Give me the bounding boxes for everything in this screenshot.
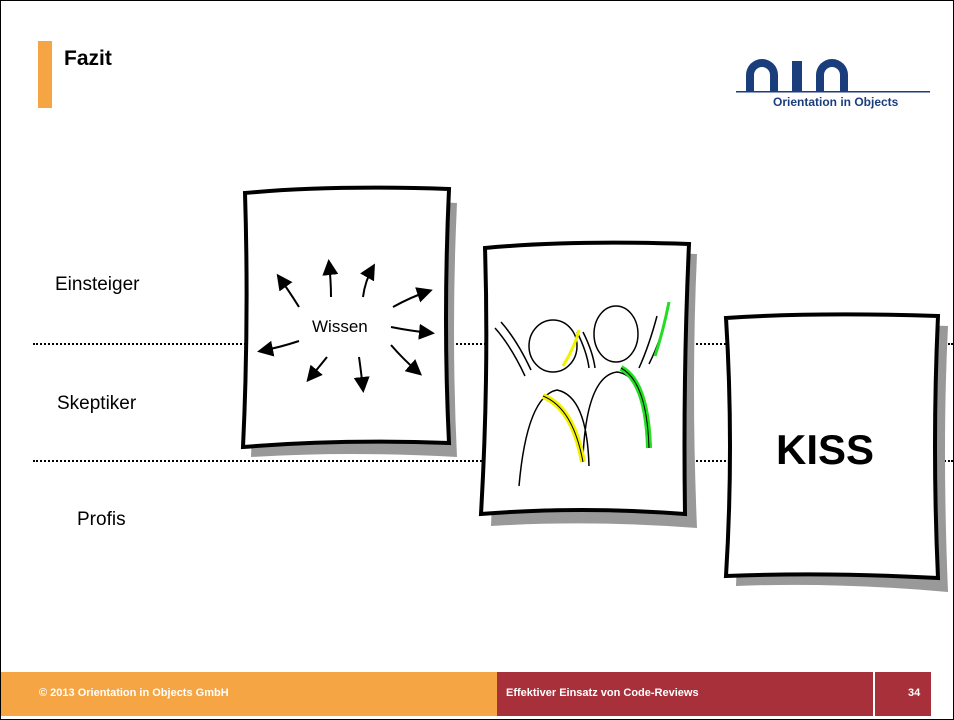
title-accent-bar xyxy=(38,41,52,108)
team-card-frame xyxy=(478,240,692,517)
two-people-cheering-icon xyxy=(494,301,671,487)
team-card xyxy=(478,240,697,528)
level-profis: Profis xyxy=(77,509,126,530)
knowledge-card-frame xyxy=(240,185,452,450)
footer-talk-title: Effektiver Einsatz von Code-Reviews xyxy=(506,687,699,699)
knowledge-card xyxy=(240,185,457,457)
knowledge-label: Wissen xyxy=(312,317,368,336)
page-number: 34 xyxy=(908,687,921,699)
level-skeptiker: Skeptiker xyxy=(57,393,137,414)
footer-copyright-bar: © 2013 Orientation in Objects GmbH xyxy=(1,672,497,716)
footer-divider xyxy=(873,680,875,709)
footer-copyright: © 2013 Orientation in Objects GmbH xyxy=(39,687,229,699)
logo-text: Orientation in Objects xyxy=(773,95,899,109)
slide-title: Fazit xyxy=(64,47,112,70)
kiss-card-frame xyxy=(723,312,941,581)
kiss-card xyxy=(723,312,948,592)
footer-title-bar: Effektiver Einsatz von Code-Reviews xyxy=(497,672,873,716)
oio-logo xyxy=(736,59,930,93)
footer-page-bar: 34 xyxy=(875,672,931,716)
arrows-radiating-icon xyxy=(257,259,435,393)
level-einsteiger: Einsteiger xyxy=(55,274,140,295)
kiss-label: KISS xyxy=(776,426,875,473)
